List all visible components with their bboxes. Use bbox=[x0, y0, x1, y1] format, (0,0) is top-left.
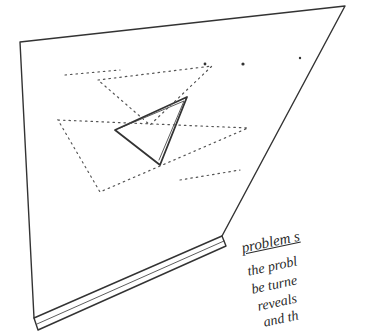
note-heading: problem s bbox=[240, 228, 301, 256]
plate-thickness bbox=[37, 241, 224, 324]
pencil-dot bbox=[241, 62, 244, 65]
dotted-triangle bbox=[58, 120, 248, 192]
pencil-dot bbox=[299, 57, 301, 59]
plate-outline bbox=[20, 6, 345, 318]
plate-thickness bbox=[34, 236, 226, 330]
dotted-triangle bbox=[98, 66, 212, 125]
dotted-guide bbox=[65, 70, 240, 180]
pencil-dot bbox=[204, 63, 207, 66]
inner-triangle bbox=[120, 101, 184, 160]
inner-triangle bbox=[115, 97, 187, 165]
